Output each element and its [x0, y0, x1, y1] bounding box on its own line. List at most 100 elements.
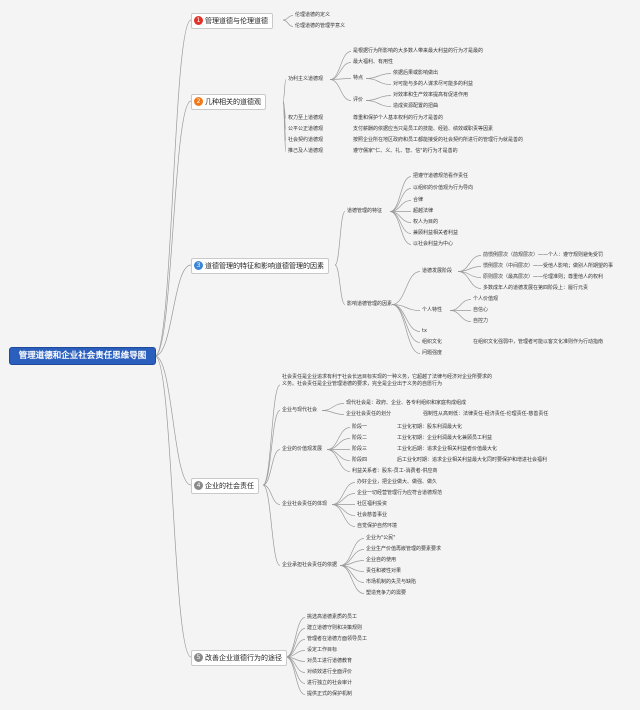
- contract-label: 社会契约道德观: [288, 137, 324, 143]
- csr-manifest-item: 办好企业，把企业做大、做强、做久: [357, 479, 438, 485]
- connector: [154, 19, 192, 357]
- connector: [321, 403, 345, 411]
- number-badge: 3: [194, 260, 203, 270]
- csr-basis-label: 企业承担社会责任的依据: [282, 562, 338, 568]
- connector: [389, 211, 412, 234]
- connector: [262, 449, 281, 486]
- csr-division-desc: 强制性从高到低：法律责任-经济责任-伦理责任-慈善责任: [423, 411, 549, 417]
- util-eval: 对效率和生产效率提高有促进作用: [393, 92, 469, 98]
- util-feature: 对可能与多的人谋求尽可能多的利益: [393, 81, 474, 87]
- connector: [389, 176, 412, 212]
- connector: [282, 79, 287, 102]
- stage-label: 阶段三: [352, 446, 368, 452]
- factors-label: 影响道德管理的因素: [347, 301, 393, 307]
- csr-basis-item: 企业自的使用: [366, 557, 397, 563]
- branch-label: 改善企业道德行为的途径: [205, 654, 282, 662]
- rights-desc: 尊重和保护个人基本权利的行为才是善的: [353, 115, 444, 121]
- connector: [321, 410, 345, 415]
- csr-basis-item: 企业生产价值再嵌管理的要素要求: [366, 546, 442, 552]
- number-badge: 5: [194, 652, 203, 662]
- trait-item: 个人价值观: [473, 296, 499, 302]
- csr-manifest-item: 自觉保护自然环境: [357, 523, 398, 529]
- connector: [449, 299, 472, 311]
- csr-intro: 社会责任是企业追求有利于社会长远目标实现的一种义务，它超越了法律与经济对企业所要…: [282, 374, 493, 387]
- moral-dev-stage: 原则层次（最高层次）——伦理准则；尊重他人的权利: [483, 274, 604, 280]
- csr-manifest-item: 社区福利投资: [357, 501, 388, 507]
- csr-manifest-label: 企业社会责任的体现: [282, 501, 328, 507]
- values-dev-label: 企业的价值观发展: [282, 446, 323, 452]
- b1-item: 伦理道德的定义: [295, 12, 331, 18]
- connector: [326, 427, 351, 450]
- connector: [331, 493, 356, 505]
- justice-desc: 支付薪酬的依据应当只是员工的技能、经验、绩效或职责等因素: [353, 126, 494, 132]
- connector: [365, 100, 392, 107]
- connector: [391, 304, 421, 354]
- b5-item: 挑选高道德素质的员工: [307, 614, 358, 620]
- csr-basis-item: 企业为"公民": [366, 535, 396, 541]
- connector: [154, 355, 192, 486]
- moral-dev-stage: 多数成年人的道德发展在第四阶段上：履行元责: [483, 285, 589, 291]
- util-eval-label: 评价: [353, 97, 364, 103]
- root-topic[interactable]: 管理道德和企业社会责任思维导图: [10, 348, 155, 364]
- number-badge: 1: [194, 15, 203, 25]
- stage-desc: 工业化后期：追求企业相关利益者价值最大化: [397, 446, 498, 452]
- org-culture-label: 组织文化: [422, 339, 443, 345]
- connector: [282, 19, 294, 27]
- connector: [285, 656, 306, 695]
- connector: [154, 100, 192, 357]
- b5-item: 对员工进行道德教育: [307, 658, 353, 664]
- util-eval: 造成资源配置的扭曲: [393, 103, 439, 109]
- org-culture-desc: 在组织文化强弱中，管理者可能以客文化准则作为行动指南: [473, 339, 604, 345]
- features-label: 道德管理的特征: [347, 208, 383, 214]
- confucian-label: 推己及人道德观: [288, 148, 324, 154]
- feature-item: 以组织的价值观为行为导向: [413, 185, 474, 191]
- connector: [391, 271, 421, 305]
- moral-dev-label: 道德发展阶段: [422, 268, 453, 274]
- util-definition: 最大福利、有用性: [353, 59, 394, 65]
- connector: [389, 211, 412, 223]
- modern-society-item: 企业社会责任的划分: [346, 411, 392, 417]
- b5-item: 进行独立的社会审计: [307, 680, 353, 686]
- stage-label: 阶段二: [352, 435, 368, 441]
- connector: [389, 188, 412, 212]
- moral-dev-stage: 前惯例层次（前规层次）——个人：遵守规则避免受罚: [483, 252, 604, 258]
- connector: [262, 384, 281, 486]
- trait-item: 自信心: [473, 307, 489, 313]
- connector: [457, 271, 482, 289]
- feature-item: 兼顾利益相关者利益: [413, 230, 459, 236]
- feature-item: 把遵守道德规范看作责任: [413, 173, 469, 179]
- connector: [282, 15, 294, 21]
- branch-label: 企业的社会责任: [205, 482, 254, 490]
- branch-label: 管理道德与伦理道德: [205, 17, 268, 25]
- connector: [365, 73, 392, 79]
- trait-item: 自控力: [473, 318, 489, 324]
- connector: [334, 264, 346, 305]
- connector: [331, 482, 356, 505]
- tx-label: tx: [422, 328, 427, 334]
- branch-label: 几种相关的道德观: [205, 98, 261, 106]
- connector: [154, 355, 192, 658]
- connector: [449, 310, 472, 322]
- connector: [329, 79, 352, 101]
- connector: [339, 538, 365, 566]
- csr-basis-item: 塑造竞争力的需要: [366, 590, 407, 596]
- number-badge: 4: [194, 480, 203, 490]
- stage-desc: 工业化初期：股东利润最大化: [397, 424, 463, 430]
- number-badge: 2: [194, 96, 203, 106]
- csr-manifest-item: 企业一切经营管理行为应符合道德规范: [357, 490, 443, 496]
- connector: [326, 449, 351, 461]
- connector: [334, 211, 346, 266]
- feature-item: 以社会利益为中心: [413, 241, 454, 247]
- feature-item: 超越法律: [413, 208, 434, 214]
- connector: [389, 211, 412, 245]
- connector: [329, 78, 352, 80]
- csr-manifest-item: 社会慈善事业: [357, 512, 388, 518]
- connector: [285, 628, 306, 658]
- csr-basis-item: 责任和被性对果: [366, 568, 402, 574]
- b5-item: 建立道德守则和决策规则: [307, 625, 363, 631]
